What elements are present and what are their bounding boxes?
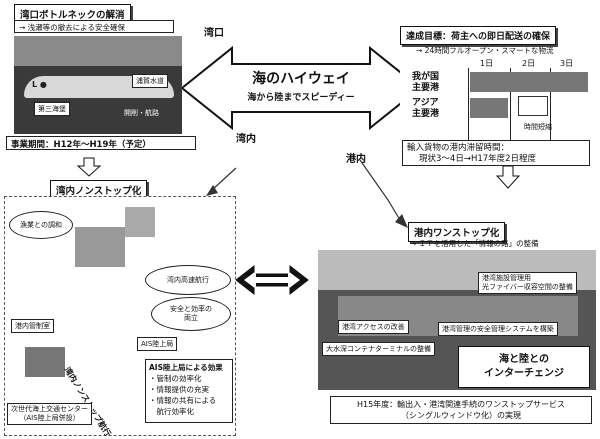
daisan-kaiho-label: 第三海堡 — [34, 102, 70, 116]
uraga-label: 浦賀水道 — [132, 74, 168, 88]
goal-chart: 1日 2日 3日 我が国 主要港 アジア 主要港 時間短縮 — [400, 56, 590, 150]
effect-3: ・情報の共有による — [149, 396, 217, 405]
arrow-to-wannai-head — [206, 185, 218, 196]
row-japan-label: 我が国 主要港 — [412, 72, 440, 93]
kaisaku-label: 開削・航路 — [124, 109, 159, 117]
it-note: → ＩＴを活用した「情報の路」の整備 — [410, 239, 539, 248]
gyogyo-label: 漁業との調和 — [9, 211, 73, 239]
safety-tag: 港湾管理の安全管理システムを構築 — [438, 322, 558, 336]
effects-title: AIS陸上局による効果 — [149, 363, 223, 372]
stay-title: 輸入貨物の港内滞留時間： — [407, 143, 510, 153]
ais-station-label: AIS陸上局 — [137, 337, 178, 351]
label-wanko: 湾口 — [204, 28, 224, 39]
stay-value: 現状3～4日→H17年度2日程度 — [419, 154, 537, 164]
goal-down-arrow — [495, 165, 521, 189]
vtc-label: 次世代海上交通センター （AIS陸上局併設） — [7, 403, 92, 425]
period-down-arrow — [76, 157, 102, 177]
day-2: 2日 — [522, 59, 536, 68]
day-3: 3日 — [560, 59, 574, 68]
arrow-to-wannai — [211, 167, 237, 191]
highway-title: 海のハイウェイ — [252, 71, 350, 87]
konai-title: 港内ワンストップ化 — [408, 222, 506, 242]
row-asia-label: アジア 主要港 — [412, 98, 440, 119]
day-1: 1日 — [480, 59, 494, 68]
interchange-label: 海と陸との インターチェンジ — [458, 346, 590, 388]
anzen-label: 安全と効率の 両立 — [151, 297, 231, 331]
arrow-to-konai — [359, 159, 401, 221]
label-konai: 港内 — [346, 154, 366, 165]
asia-bar — [470, 98, 508, 118]
bottleneck-period: 事業期間：H12年～H19年（予定） — [6, 136, 196, 150]
goal-title: 達成目標：荷主への即日配送の確保 — [400, 26, 557, 45]
wannai-panel: 漁業との調和 湾内高速航行 安全と効率の 両立 AIS陸上局 港内管制室 湾内ノ… — [4, 196, 236, 439]
highway-subtitle: 海から陸までスピーディー — [247, 93, 355, 103]
port-control-label: 港内管制室 — [11, 319, 54, 333]
effect-1: ・管制の効率化 — [149, 374, 202, 383]
fiber-tag: 港湾施設管理用 光ファイバー収容空間の整備 — [478, 272, 577, 294]
bottleneck-subtitle: → 浅瀬等の撤去による安全確保 — [14, 20, 174, 33]
highway-area: 湾口 湾内 港内 — [186, 22, 382, 182]
terminal-tag: 大水深コンテナターミナルの整備 — [322, 342, 435, 356]
wannai-kosoku-label: 湾内高速航行 — [145, 265, 231, 295]
goal-subtitle: → 24時間フルオープン・スマートな物流 — [416, 46, 554, 55]
effect-2: ・情報提供の充実 — [149, 385, 209, 394]
h15-box: H15年度：輸出入・港湾関連手続のワンストップサービス （シングルウィンドウ化）… — [330, 396, 592, 424]
label-wannai: 湾内 — [236, 134, 256, 145]
konai-photo: 港湾施設管理用 光ファイバー収容空間の整備 港湾アクセスの改善 港湾管理の安全管… — [318, 250, 596, 390]
stay-time-box: 輸入貨物の港内滞留時間： 現状3～4日→H17年度2日程度 — [402, 140, 590, 166]
shortened-label: 時間短縮 — [524, 123, 552, 131]
japan-bar — [470, 72, 588, 92]
arrow-to-konai-head — [395, 214, 408, 228]
access-tag: 港湾アクセスの改善 — [338, 320, 409, 334]
bottleneck-photo: L ● 浦賀水道 第三海堡 開削・航路 — [14, 36, 182, 134]
ais-effects-box: AIS陸上局による効果 ・管制の効率化 ・情報提供の充実 ・情報の共有による 航… — [145, 359, 233, 423]
effect-4: 航行効率化 — [149, 407, 194, 416]
nonstop-label: 湾内ノンストップ航行 — [62, 365, 113, 439]
